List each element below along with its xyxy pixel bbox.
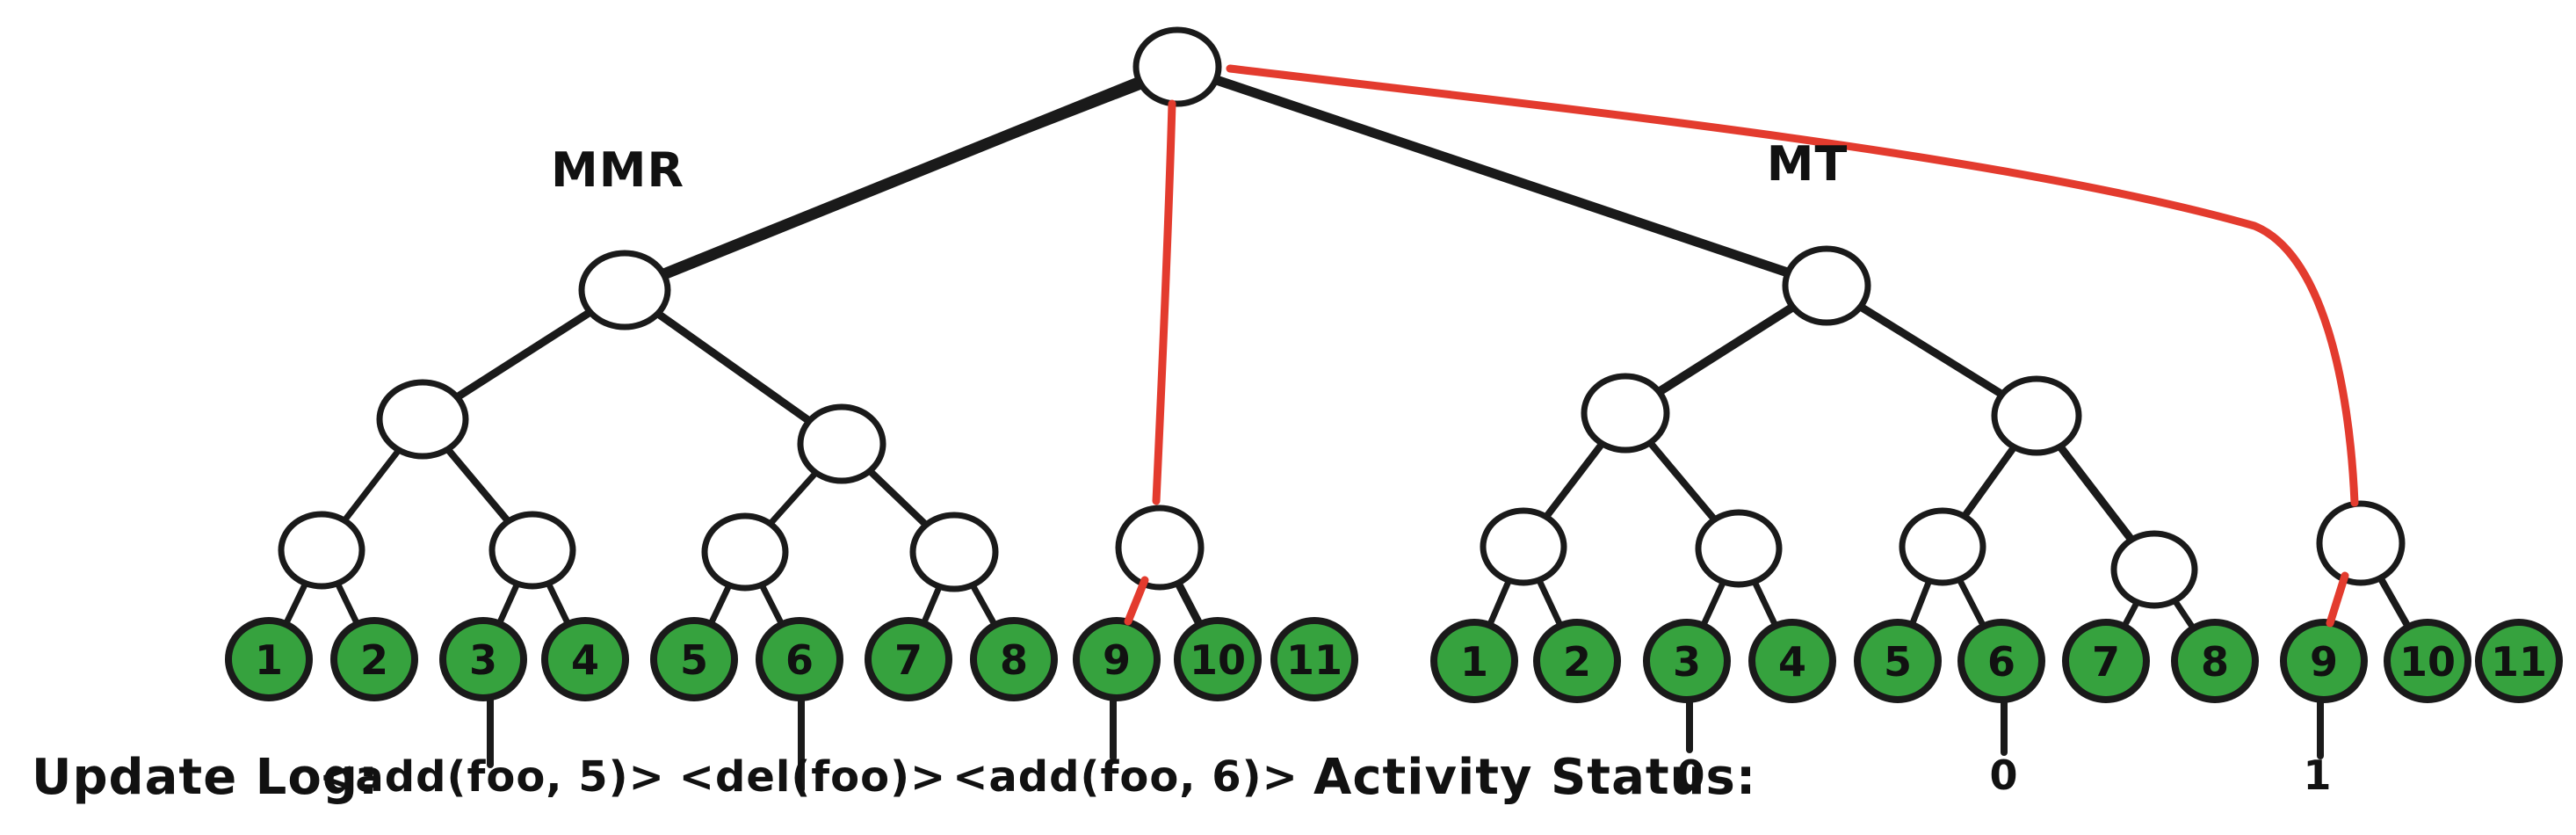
shared-root-node	[1132, 26, 1222, 107]
mt-leaf-numbers: 1 2 3 4 5 6 7 8 9 10 11	[1460, 638, 2547, 686]
leaf-node	[541, 617, 629, 701]
leaf-number: 11	[2491, 638, 2547, 686]
leaf-number: 5	[680, 636, 708, 684]
leaf-node	[1073, 617, 1161, 701]
leaf-number: 1	[255, 636, 283, 684]
leaf-node	[225, 617, 313, 701]
leaf-number: 9	[2310, 638, 2338, 686]
mmr-leaf-numbers: 1 2 3 4 5 6 7 8 9 10 11	[255, 636, 1342, 684]
leaf-number: 6	[1987, 638, 2015, 686]
leaf-node	[2062, 619, 2150, 703]
mt-new-internal-node	[2316, 500, 2406, 586]
mmr-internal-node	[797, 403, 886, 484]
red-link-root-to-mt-node	[1226, 64, 2359, 507]
mt-internal-node	[1695, 509, 1783, 588]
leaf-number: 2	[360, 636, 388, 684]
tree-edge	[630, 297, 836, 437]
tree-edge	[635, 74, 1174, 285]
mt-internal-node	[1480, 507, 1567, 586]
leaf-node	[2280, 619, 2368, 703]
leaf-number: 10	[2399, 638, 2456, 686]
leaf-node	[1430, 619, 1518, 703]
leaf-number: 3	[469, 636, 497, 684]
leaf-node	[1174, 617, 1262, 701]
leaf-node	[330, 617, 418, 701]
mmr-internal-node	[278, 511, 365, 590]
leaf-number: 4	[571, 636, 599, 684]
leaf-node	[439, 617, 527, 701]
internal-nodes	[278, 26, 2406, 609]
leaf-node	[650, 617, 738, 701]
leaf-number: 3	[1673, 638, 1701, 686]
leaf-number: 2	[1563, 638, 1591, 686]
update-log-label: Update Log:	[32, 749, 379, 806]
activity-status-label: Activity Status:	[1313, 749, 1756, 806]
mt-internal-node	[1581, 373, 1670, 454]
leaf-node	[1748, 619, 1836, 703]
leaf-number: 8	[1000, 636, 1028, 684]
activity-status-value: 1	[2303, 752, 2332, 799]
red-link-mmr-leaf9	[1124, 576, 1149, 626]
mt-internal-node	[2110, 530, 2198, 609]
leaf-number: 9	[1103, 636, 1131, 684]
update-log-entry: <add(foo, 5)>	[319, 752, 665, 802]
activity-status-value: 0	[1989, 752, 2018, 799]
update-log-entry: <add(foo, 6)>	[952, 752, 1299, 802]
leaf-node	[1533, 619, 1621, 703]
mmr-internal-node	[701, 512, 789, 592]
leaf-number: 4	[1778, 638, 1806, 686]
mmr-leaves	[225, 617, 1358, 701]
mt-root-node	[1782, 245, 1871, 326]
leaf-node	[2171, 619, 2259, 703]
update-log-entry: <del(foo)>	[679, 752, 947, 802]
leaf-number: 1	[1460, 638, 1488, 686]
leaf-number: 7	[2092, 638, 2120, 686]
leaf-node	[970, 617, 1058, 701]
leaf-number: 6	[785, 636, 814, 684]
leaf-node	[1270, 617, 1358, 701]
leaf-number: 11	[1286, 636, 1342, 684]
leaf-node	[2475, 619, 2563, 703]
mmr-label: MMR	[551, 142, 684, 198]
leaf-node	[2384, 619, 2471, 703]
tree-edge	[1172, 62, 1832, 291]
mmr-internal-node	[909, 512, 999, 592]
leaf-number: 7	[894, 636, 923, 684]
mt-label: MT	[1767, 136, 1849, 192]
mmr-internal-node	[376, 379, 469, 460]
leaf-number: 8	[2201, 638, 2229, 686]
red-link-mt-leaf9	[2326, 571, 2349, 628]
annotation-ticks	[487, 696, 2324, 793]
mt-internal-node	[1899, 507, 1986, 586]
leaf-number: 5	[1884, 638, 1912, 686]
leaf-number: 10	[1190, 636, 1246, 684]
red-link-root-to-mmr-peak	[1152, 99, 1176, 505]
mt-internal-node	[1991, 375, 2082, 456]
mt-leaves	[1430, 619, 2563, 703]
red-links	[1124, 64, 2359, 628]
mmr-internal-node	[488, 511, 576, 590]
mmr-new-peak-node	[1115, 505, 1205, 591]
activity-status-value: 0	[1676, 752, 1705, 799]
mmr-mountain-root-node	[578, 250, 671, 330]
leaf-node	[1854, 619, 1942, 703]
leaf-node	[865, 617, 952, 701]
